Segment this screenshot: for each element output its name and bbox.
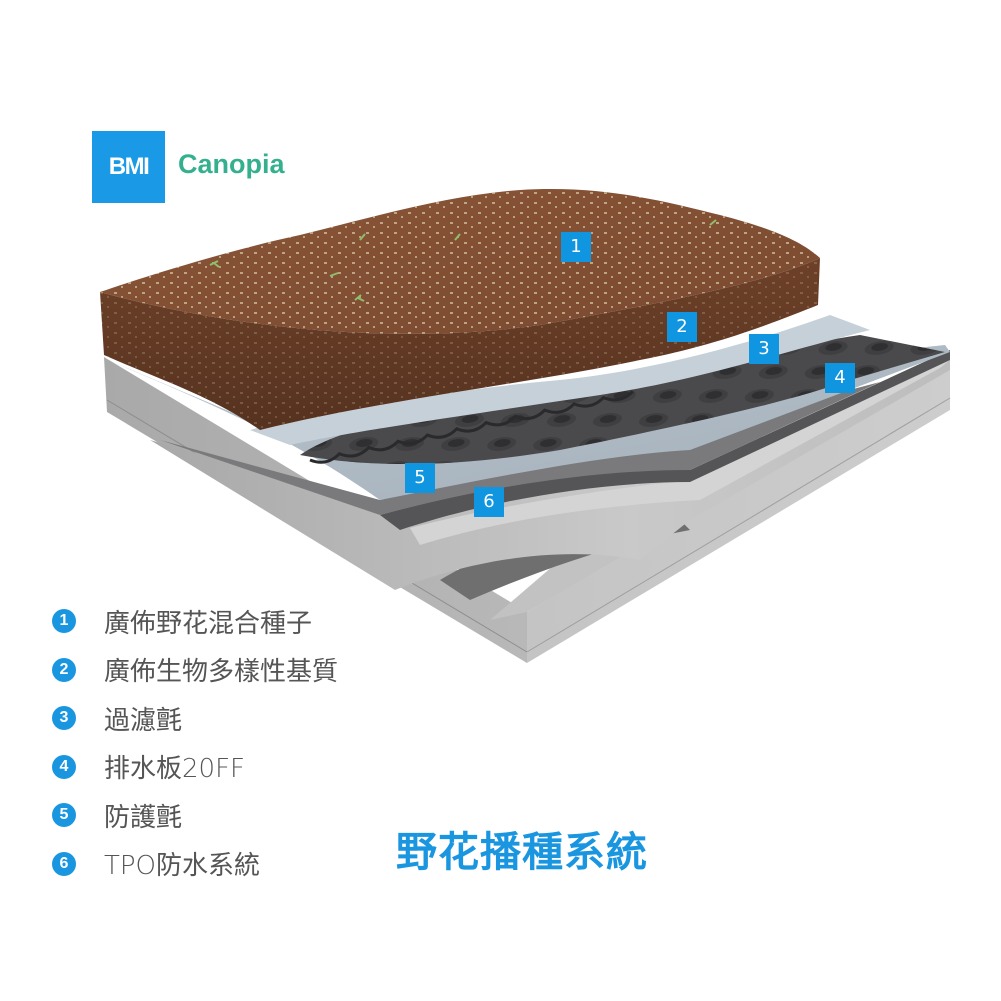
bmi-logo-text: BMI bbox=[108, 153, 150, 180]
number-bullet: 5 bbox=[52, 803, 76, 828]
layer-badge-6: 6 bbox=[474, 487, 504, 517]
legend-item-3: 3 過濾氈 bbox=[52, 694, 338, 743]
bmi-logo: BMI bbox=[92, 131, 165, 203]
number-bullet: 1 bbox=[52, 609, 76, 634]
legend-item-4: 4 排水板20FF bbox=[52, 743, 338, 792]
layer-badge-5: 5 bbox=[405, 463, 435, 493]
layer-badge-2: 2 bbox=[667, 312, 697, 342]
legend-label: TPO防水系統 bbox=[104, 851, 261, 882]
layer-legend: 1 廣佈野花混合種子 2 廣佈生物多樣性基質 3 過濾氈 4 排水板20FF 5… bbox=[52, 597, 338, 888]
legend-item-6: 6 TPO防水系統 bbox=[52, 840, 338, 889]
base-slab-right-face bbox=[527, 358, 950, 663]
number-bullet: 3 bbox=[52, 706, 76, 731]
legend-label: 廣佈野花混合種子 bbox=[104, 608, 313, 639]
legend-item-2: 2 廣佈生物多樣性基質 bbox=[52, 646, 338, 695]
layer-badge-1: 1 bbox=[561, 232, 591, 262]
filter-fleece bbox=[250, 315, 870, 445]
system-title: 野花播種系統 bbox=[396, 828, 648, 876]
number-bullet: 4 bbox=[52, 754, 76, 779]
tpo-membrane bbox=[380, 350, 950, 530]
legend-item-1: 1 廣佈野花混合種子 bbox=[52, 597, 338, 646]
legend-label: 過濾氈 bbox=[104, 705, 183, 736]
layer-badge-4: 4 bbox=[825, 363, 855, 393]
product-name: Canopia bbox=[178, 149, 285, 179]
number-bullet: 6 bbox=[52, 851, 76, 876]
layer-badge-3: 3 bbox=[749, 334, 779, 364]
legend-item-5: 5 防護氈 bbox=[52, 791, 338, 840]
legend-label: 防護氈 bbox=[104, 802, 183, 833]
number-bullet: 2 bbox=[52, 657, 76, 682]
legend-label: 排水板20FF bbox=[104, 754, 245, 785]
legend-label: 廣佈生物多樣性基質 bbox=[104, 657, 339, 688]
